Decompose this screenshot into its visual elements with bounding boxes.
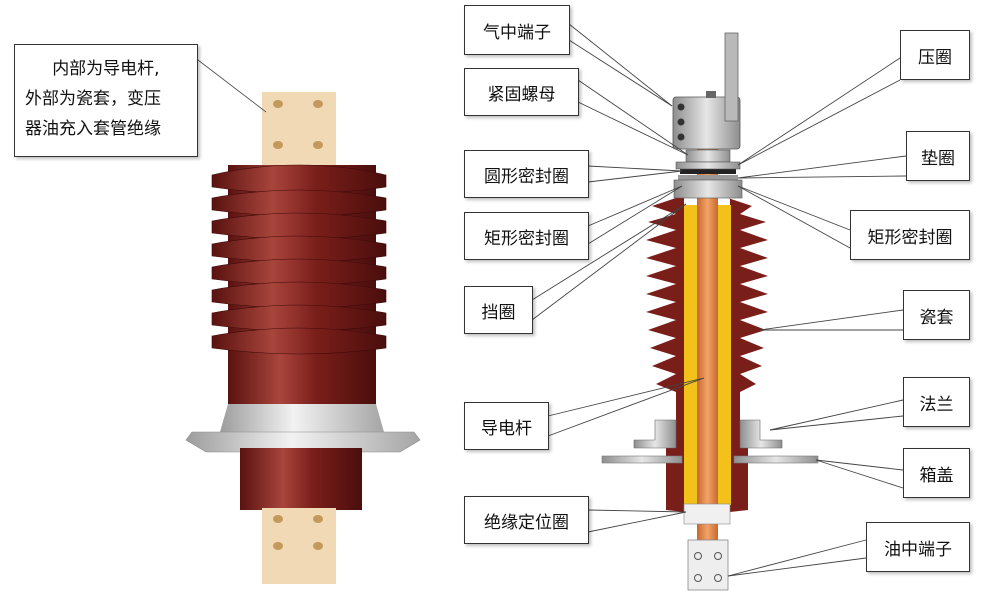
round-seal-shape bbox=[680, 168, 736, 174]
gasket-shape bbox=[678, 175, 738, 180]
label-flange: 法兰 bbox=[903, 377, 970, 427]
label-rect-seal-left: 矩形密封圈 bbox=[464, 212, 589, 260]
oil-space-left bbox=[684, 205, 698, 505]
flange-shape-right bbox=[739, 419, 783, 449]
top-pad-holes bbox=[273, 100, 323, 149]
lock-nut-shape bbox=[685, 149, 731, 163]
label-gasket: 垫圈 bbox=[906, 131, 970, 181]
leader-lines bbox=[531, 23, 907, 577]
label-round-seal: 圆形密封圈 bbox=[464, 150, 589, 198]
label-tank-cover: 箱盖 bbox=[903, 448, 970, 498]
flange-shape bbox=[633, 419, 677, 449]
flange-ring bbox=[220, 404, 384, 432]
flange-plate bbox=[185, 431, 421, 453]
description-box: 内部为导电杆, 外部为瓷套，变压 器油充入套管绝缘 bbox=[14, 44, 198, 157]
description-line-1: 内部为导电杆, bbox=[52, 59, 160, 79]
bottom-pad-holes bbox=[273, 515, 323, 550]
label-conductor-rod: 导电杆 bbox=[464, 402, 549, 450]
description-line-3: 器油充入套管绝缘 bbox=[25, 119, 161, 139]
oil-space-right bbox=[717, 205, 731, 505]
label-retaining-ring: 挡圈 bbox=[464, 286, 533, 334]
top-cap-ring bbox=[673, 179, 743, 199]
oil-terminal-holes bbox=[694, 552, 722, 582]
gas-terminal-blade bbox=[724, 32, 739, 122]
description-line-2: 外部为瓷套，变压 bbox=[25, 89, 161, 109]
label-oil-terminal: 油中端子 bbox=[866, 522, 970, 572]
tank-cover-left bbox=[601, 455, 683, 464]
conductor-rod bbox=[697, 148, 718, 540]
description-leader bbox=[197, 59, 267, 113]
porcelain-left-profile bbox=[646, 198, 684, 512]
bushing-photo bbox=[185, 92, 421, 584]
label-pressure-ring: 压圈 bbox=[900, 30, 970, 80]
bushing-cross-section bbox=[601, 32, 819, 591]
label-porcelain: 瓷套 bbox=[903, 290, 970, 340]
insulation-ring-shape bbox=[683, 503, 731, 525]
label-gas-terminal: 气中端子 bbox=[464, 5, 570, 55]
label-rect-seal-right: 矩形密封圈 bbox=[850, 210, 970, 260]
terminal-nut-top bbox=[706, 91, 716, 98]
tank-cover-right bbox=[733, 455, 819, 464]
pressure-ring-shape bbox=[675, 161, 741, 170]
lower-porcelain bbox=[240, 448, 362, 510]
label-insulation-ring: 绝缘定位圈 bbox=[464, 496, 589, 544]
gas-terminal-bolts bbox=[677, 103, 685, 141]
porcelain-neck bbox=[228, 358, 376, 410]
label-lock-nut: 紧固螺母 bbox=[464, 68, 579, 116]
porcelain-right-profile bbox=[728, 198, 768, 512]
oil-terminal-block bbox=[687, 539, 729, 591]
porcelain-sheds bbox=[211, 164, 387, 355]
